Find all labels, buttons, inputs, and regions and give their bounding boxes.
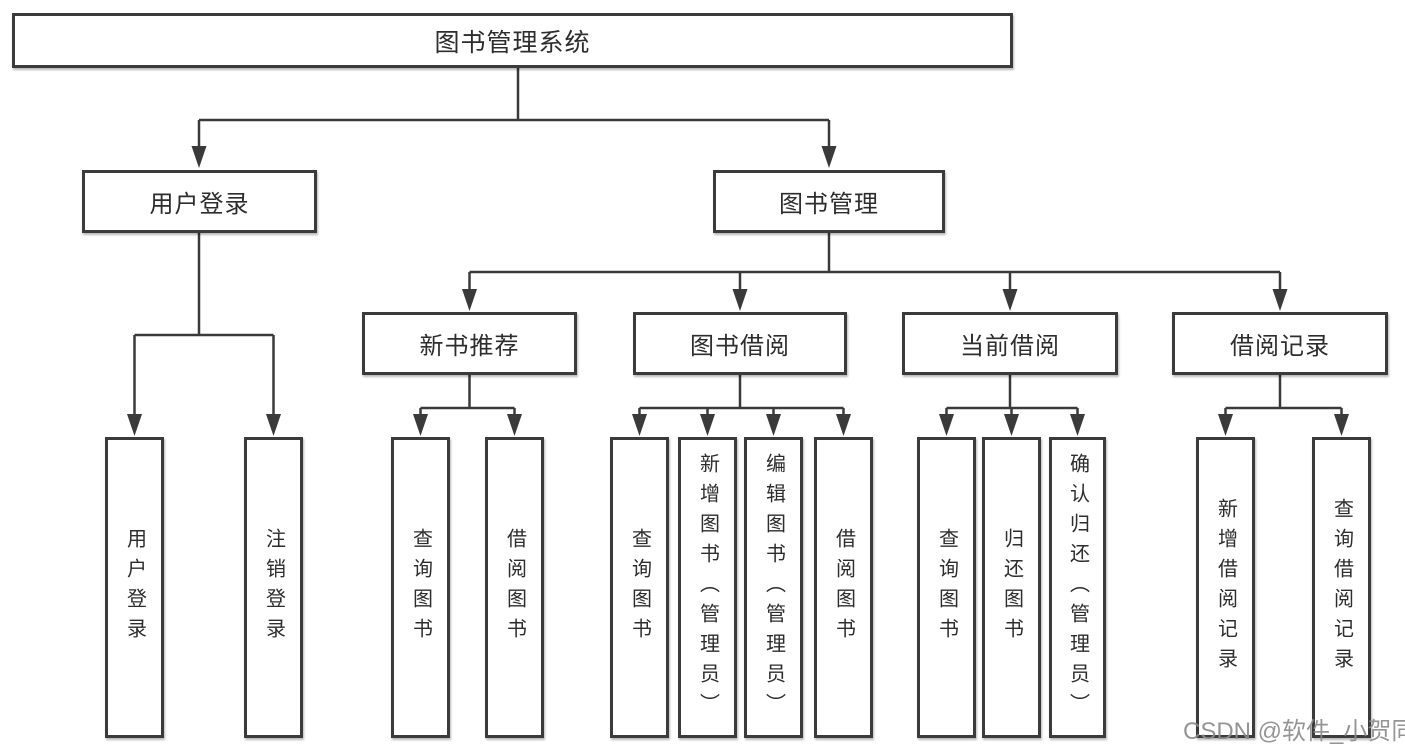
node-book-management: 图书管理 — [713, 170, 945, 233]
leaf-label: 归还图书 — [1000, 527, 1023, 648]
leaf-query-books-current: 查询图书 — [917, 437, 976, 738]
node-current-borrow: 当前借阅 — [902, 312, 1118, 375]
leaf-label: 查询借阅记录 — [1330, 497, 1353, 678]
node-label: 新书推荐 — [419, 333, 520, 360]
leaf-borrow-books: 借阅图书 — [814, 437, 873, 738]
node-new-book-recommend: 新书推荐 — [362, 312, 577, 375]
leaf-label: 新增借阅记录 — [1214, 497, 1237, 678]
leaf-label: 查询图书 — [409, 527, 432, 648]
leaf-borrow-books-recommend: 借阅图书 — [485, 437, 544, 738]
leaf-add-books-admin: 新增图书（管理员） — [678, 437, 737, 738]
leaf-return-books: 归还图书 — [982, 437, 1041, 738]
node-label: 图书管理 — [779, 191, 879, 218]
leaf-query-books-recommend: 查询图书 — [391, 437, 450, 738]
leaf-user-login: 用户登录 — [105, 437, 164, 738]
leaf-label: 借阅图书 — [503, 527, 526, 648]
leaf-label: 查询图书 — [935, 527, 958, 648]
node-book-borrow: 图书借阅 — [633, 312, 847, 375]
node-library-management-system: 图书管理系统 — [12, 13, 1013, 68]
node-label: 借阅记录 — [1230, 333, 1330, 360]
node-label: 图书借阅 — [690, 333, 790, 360]
leaf-label: 确认归还（管理员） — [1066, 452, 1089, 723]
leaf-label: 编辑图书（管理员） — [762, 452, 785, 723]
leaf-label: 用户登录 — [123, 527, 146, 648]
csdn-watermark: CSDN @软件_小贺同学 — [1183, 718, 1405, 745]
leaf-add-borrow-record: 新增借阅记录 — [1196, 437, 1255, 738]
node-label: 图书管理系统 — [434, 28, 591, 57]
leaf-query-books-borrow: 查询图书 — [610, 437, 669, 738]
node-label: 用户登录 — [149, 191, 250, 218]
leaf-query-borrow-record: 查询借阅记录 — [1312, 437, 1371, 738]
node-borrow-records: 借阅记录 — [1172, 312, 1388, 375]
leaf-confirm-return-admin: 确认归还（管理员） — [1049, 437, 1106, 738]
leaf-label: 借阅图书 — [832, 527, 855, 648]
leaf-label: 新增图书（管理员） — [696, 452, 719, 723]
node-label: 当前借阅 — [960, 333, 1060, 360]
leaf-edit-books-admin: 编辑图书（管理员） — [744, 437, 803, 738]
leaf-label: 注销登录 — [262, 527, 285, 648]
node-user-login: 用户登录 — [82, 170, 317, 233]
leaf-logout: 注销登录 — [244, 437, 303, 738]
leaf-label: 查询图书 — [628, 527, 651, 648]
